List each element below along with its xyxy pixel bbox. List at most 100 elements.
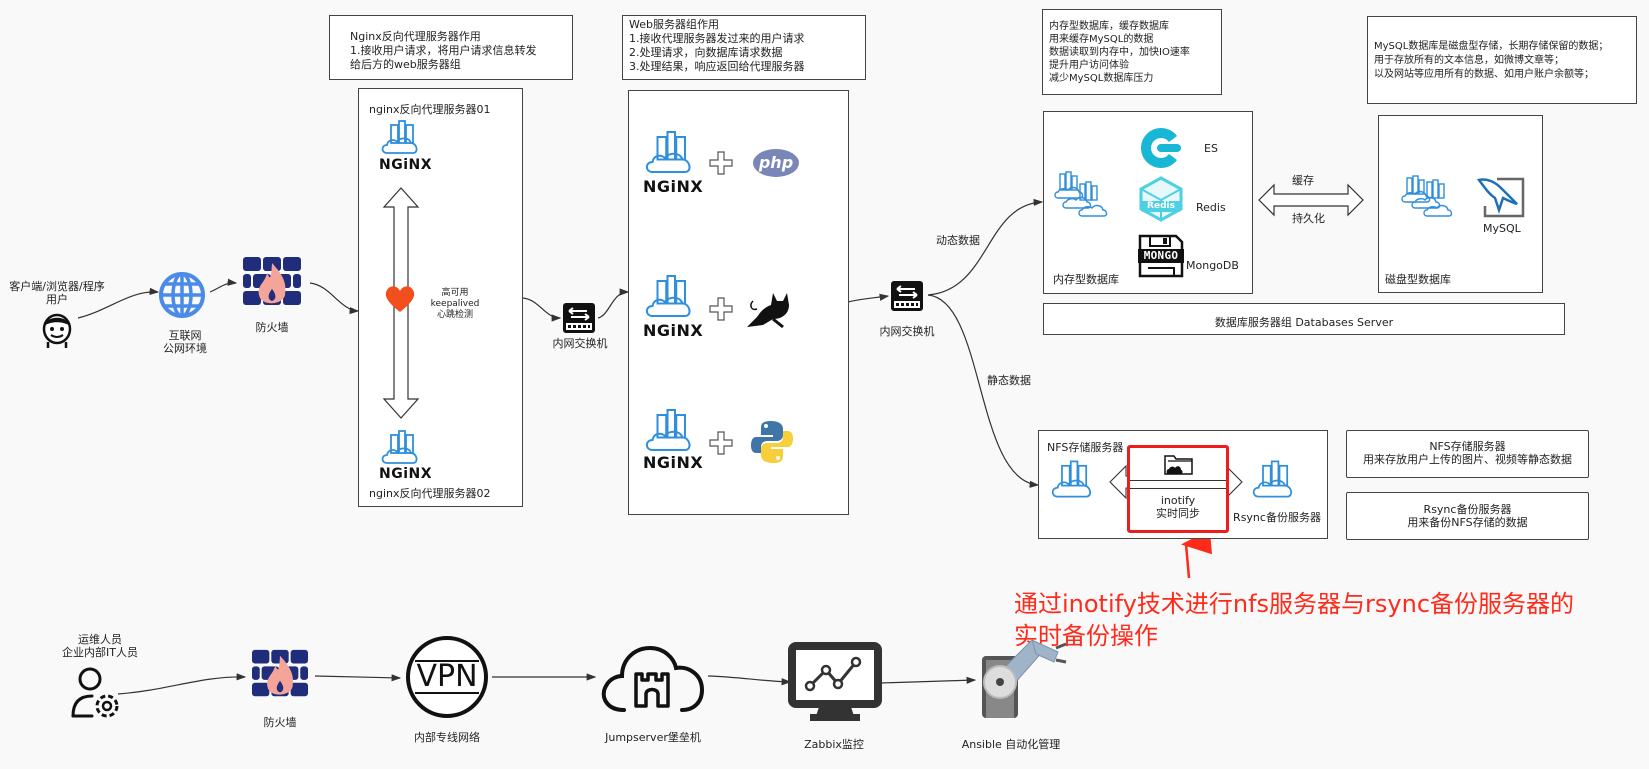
vpn-icon[interactable]: VPN bbox=[405, 635, 489, 723]
note-mysql-role: MySQL数据库是磁盘型存储，长期存储保留的数据； 用于存放所有的文本信息，如微… bbox=[1367, 16, 1637, 104]
proxy-server-02-label: nginx反向代理服务器02 bbox=[369, 487, 491, 500]
edge-static bbox=[927, 294, 1040, 488]
jumpserver-label: Jumpserver堡垒机 bbox=[605, 731, 701, 744]
firewall-icon[interactable] bbox=[252, 649, 308, 707]
ops-firewall-label: 防火墙 bbox=[263, 716, 297, 729]
server-cluster-icon bbox=[1401, 174, 1461, 226]
rsync-role-text: Rsync备份服务器 用来备份NFS存储的数据 bbox=[1407, 503, 1528, 529]
mongo-badge-text: MONGO bbox=[1143, 249, 1179, 262]
note-web-role: Web服务器组作用 1.接收代理服务器发过来的用户请求 2.处理请求，向数据库请… bbox=[622, 15, 866, 80]
nfs-role-text: NFS存储服务器 用来存放用户上传的图片、视频等静态数据 bbox=[1363, 440, 1572, 466]
cache-label: 缓存 bbox=[1292, 174, 1314, 187]
edge-proxy-switch1 bbox=[522, 297, 562, 322]
python-icon bbox=[749, 419, 795, 469]
db-group-box: 数据库服务器组 Databases Server bbox=[1043, 303, 1565, 335]
dynamic-data-label: 动态数据 bbox=[936, 234, 980, 247]
globe-icon[interactable] bbox=[158, 271, 206, 323]
nginx-server-icon[interactable] bbox=[381, 429, 421, 469]
mysql-label: MySQL bbox=[1483, 222, 1521, 235]
nginx-server-icon[interactable] bbox=[381, 119, 421, 159]
zabbix-monitor-icon[interactable] bbox=[788, 642, 882, 726]
disk-db-title: 磁盘型数据库 bbox=[1385, 273, 1451, 286]
folder-cloud-icon bbox=[1164, 452, 1194, 480]
heart-icon bbox=[384, 285, 416, 317]
edge-firewall-vpn bbox=[314, 674, 402, 682]
user-gear-icon[interactable] bbox=[70, 666, 126, 724]
plus-icon bbox=[709, 431, 733, 459]
disk-db-box: MySQL 磁盘型数据库 bbox=[1378, 115, 1543, 293]
es-label: ES bbox=[1204, 142, 1218, 155]
divider bbox=[1130, 488, 1226, 489]
nginx-logo-text: NGiNX bbox=[379, 157, 433, 173]
switch2-label: 内网交换机 bbox=[879, 325, 935, 338]
nginx-server-icon[interactable] bbox=[645, 407, 695, 457]
edge-web-switch2 bbox=[847, 293, 890, 303]
annotation-arrow bbox=[1181, 529, 1213, 579]
edge-staff-firewall bbox=[117, 673, 247, 695]
ops-staff-label: 运维人员 企业内部IT人员 bbox=[62, 633, 138, 659]
inotify-highlight-box: inotify 实时同步 bbox=[1127, 445, 1229, 533]
edge-dynamic bbox=[927, 198, 1044, 296]
note-cache-role: 内存型数据库，缓存数据库 用来缓存MySQL的数据 数据读取到内存中，加快IO速… bbox=[1042, 9, 1222, 95]
note-nginx-role: Nginx反向代理服务器作用 1.接收用户请求，将用户请求信息转发 给后方的we… bbox=[329, 15, 573, 80]
nfs-group-box: NFS存储服务器 inotify 实时同步 Rsync备份服务器 bbox=[1038, 430, 1328, 539]
edge-zabbix-ansible bbox=[879, 676, 977, 684]
nfs-role-note: NFS存储服务器 用来存放用户上传的图片、视频等静态数据 bbox=[1346, 430, 1589, 478]
edge-switch1-web bbox=[597, 288, 630, 319]
vpn-label: 内部专线网络 bbox=[414, 731, 480, 744]
edge-internet-firewall bbox=[209, 278, 238, 293]
redis-icon: Redis bbox=[1139, 176, 1183, 226]
ansible-robot-arm-icon[interactable] bbox=[978, 634, 1068, 724]
divider bbox=[1130, 480, 1226, 481]
inotify-annotation: 通过inotify技术进行nfs服务器与rsync备份服务器的 实时备份操作 bbox=[1014, 590, 1575, 650]
firewall-label: 防火墙 bbox=[255, 321, 289, 334]
static-data-label: 静态数据 bbox=[987, 374, 1031, 387]
redis-badge-text: Redis bbox=[1147, 201, 1175, 211]
switch1-label: 内网交换机 bbox=[552, 337, 608, 350]
web-group-box: NGiNX php NGiNX NGiNX bbox=[628, 90, 849, 515]
ansible-label: Ansible 自动化管理 bbox=[961, 738, 1061, 751]
switch-icon[interactable] bbox=[891, 281, 923, 315]
firewall-icon[interactable] bbox=[243, 257, 301, 315]
proxy-server-01-label: nginx反向代理服务器01 bbox=[369, 103, 491, 116]
user-face-icon[interactable] bbox=[40, 311, 74, 353]
nginx-logo-text: NGiNX bbox=[643, 177, 704, 196]
keepalived-label: 高可用keepalived 心跳检测 bbox=[430, 288, 480, 320]
rsync-role-note: Rsync备份服务器 用来备份NFS存储的数据 bbox=[1346, 492, 1589, 540]
jumpserver-cloud-icon[interactable] bbox=[598, 640, 708, 718]
plus-icon bbox=[709, 151, 733, 179]
nginx-logo-text: NGiNX bbox=[379, 466, 433, 482]
server-cluster-icon bbox=[1054, 170, 1114, 222]
zabbix-label: Zabbix监控 bbox=[804, 738, 864, 751]
edge-client-internet bbox=[77, 287, 160, 319]
client-label: 客户端/浏览器/程序 用户 bbox=[9, 280, 105, 306]
internet-label: 互联网 公网环境 bbox=[163, 329, 207, 355]
mysql-dolphin-icon bbox=[1476, 176, 1525, 222]
nginx-server-icon[interactable] bbox=[645, 129, 695, 179]
nginx-logo-text: NGiNX bbox=[643, 453, 704, 472]
nginx-server-icon[interactable] bbox=[645, 273, 695, 323]
vpn-text: VPN bbox=[416, 659, 478, 694]
mongodb-label: MongoDB bbox=[1186, 259, 1239, 272]
mongodb-icon: MONGO bbox=[1138, 234, 1184, 278]
db-group-label: 数据库服务器组 Databases Server bbox=[1214, 316, 1394, 329]
memory-db-box: ES Redis Redis MONGO MongoDB 内存型数据库 bbox=[1043, 111, 1253, 294]
inotify-label: inotify 实时同步 bbox=[1156, 494, 1200, 520]
persist-label: 持久化 bbox=[1292, 212, 1325, 225]
memory-db-title: 内存型数据库 bbox=[1053, 273, 1119, 286]
nginx-logo-text: NGiNX bbox=[643, 321, 704, 340]
rsync-server-icon[interactable] bbox=[1252, 459, 1296, 503]
edge-jump-zabbix bbox=[707, 675, 792, 686]
cache-persist-arrow bbox=[1258, 183, 1364, 217]
rsync-label: Rsync备份服务器 bbox=[1233, 511, 1321, 524]
php-logo: php bbox=[753, 149, 799, 177]
nfs-server-icon[interactable] bbox=[1051, 459, 1095, 503]
redis-label: Redis bbox=[1196, 201, 1226, 214]
edge-firewall-proxy bbox=[309, 282, 360, 315]
nfs-title: NFS存储服务器 bbox=[1047, 441, 1124, 454]
plus-icon bbox=[709, 297, 733, 325]
switch-icon[interactable] bbox=[563, 303, 595, 337]
tomcat-icon bbox=[743, 291, 793, 333]
elasticsearch-icon bbox=[1139, 126, 1183, 174]
